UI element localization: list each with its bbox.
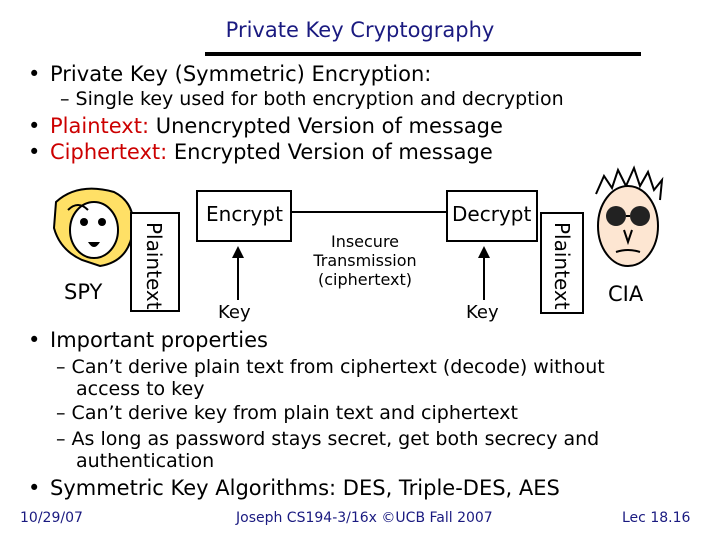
key-left-arrowhead-icon — [232, 246, 244, 258]
property-3-continuation: authentication — [76, 450, 215, 472]
bullet-symmetric: • Private Key (Symmetric) Encryption: — [28, 62, 431, 86]
encrypt-box: Encrypt — [196, 190, 292, 242]
plaintext-left-label: Plaintext — [142, 222, 166, 310]
bullet-mark: • — [28, 114, 41, 138]
bullet-mark: • — [28, 140, 41, 164]
key-right-arrowhead-icon — [478, 246, 490, 258]
bullet-ciphertext: • Ciphertext: Encrypted Version of messag… — [28, 140, 493, 164]
plaintext-right-label: Plaintext — [550, 222, 574, 310]
cia-face-icon — [595, 165, 664, 267]
bullet-important-properties: • Important properties — [28, 328, 268, 352]
property-1-continuation: access to key — [76, 378, 205, 400]
decrypt-label: Decrypt — [452, 202, 532, 226]
insecure-transmission-label: Insecure Transmission (ciphertext) — [300, 232, 430, 289]
dash-mark: – — [56, 356, 66, 378]
bullet-symmetric-text: Private Key (Symmetric) Encryption: — [50, 62, 432, 86]
algorithms-text: Symmetric Key Algorithms: DES, Triple-DE… — [50, 476, 560, 500]
footer-date: 10/29/07 — [20, 510, 83, 526]
property-1: – Can’t derive plain text from ciphertex… — [56, 356, 605, 378]
property-2: – Can’t derive key from plain text and c… — [56, 402, 518, 424]
ciphertext-definition: Encrypted Version of message — [173, 140, 493, 164]
plaintext-definition: Unencrypted Version of message — [155, 114, 503, 138]
bullet-mark: • — [28, 476, 41, 500]
decrypt-box: Decrypt — [446, 190, 538, 242]
bullet-mark: • — [28, 328, 41, 352]
property-1-text: Can’t derive plain text from ciphertext … — [71, 356, 605, 378]
spy-label: SPY — [64, 280, 103, 304]
plaintext-left-box: Plaintext — [130, 212, 180, 312]
property-3: – As long as password stays secret, get … — [56, 428, 599, 450]
plaintext-label: Plaintext: — [50, 114, 150, 138]
footer-lecture: Lec 18.16 — [622, 510, 691, 526]
dash-mark: – — [56, 428, 66, 450]
dash-mark: – — [56, 402, 66, 424]
encrypt-label: Encrypt — [206, 202, 283, 226]
footer-course: Joseph CS194-3/16x ©UCB Fall 2007 — [236, 510, 493, 526]
title-rule — [205, 52, 641, 56]
slide-title: Private Key Cryptography — [225, 18, 495, 42]
spy-face-icon — [52, 187, 135, 268]
key-right-label: Key — [466, 302, 499, 323]
sub-bullet-single-key: – Single key used for both encryption an… — [60, 88, 564, 110]
bullet-mark: • — [28, 62, 41, 86]
key-left-label: Key — [218, 302, 251, 323]
ciphertext-label: Ciphertext: — [50, 140, 168, 164]
insecure-line-1: Insecure — [330, 232, 400, 251]
property-3-text: As long as password stays secret, get bo… — [71, 428, 600, 450]
important-properties-heading: Important properties — [50, 328, 268, 352]
sub-bullet-single-key-text: Single key used for both encryption and … — [75, 88, 564, 110]
bullet-plaintext: • Plaintext: Unencrypted Version of messa… — [28, 114, 503, 138]
insecure-line-2: Transmission — [313, 251, 417, 270]
bullet-algorithms: • Symmetric Key Algorithms: DES, Triple-D… — [28, 476, 560, 500]
plaintext-right-box: Plaintext — [540, 212, 584, 314]
cia-label: CIA — [608, 282, 644, 306]
insecure-line-3: (ciphertext) — [317, 270, 413, 289]
dash-mark: – — [60, 88, 70, 110]
property-2-text: Can’t derive key from plain text and cip… — [71, 402, 518, 424]
